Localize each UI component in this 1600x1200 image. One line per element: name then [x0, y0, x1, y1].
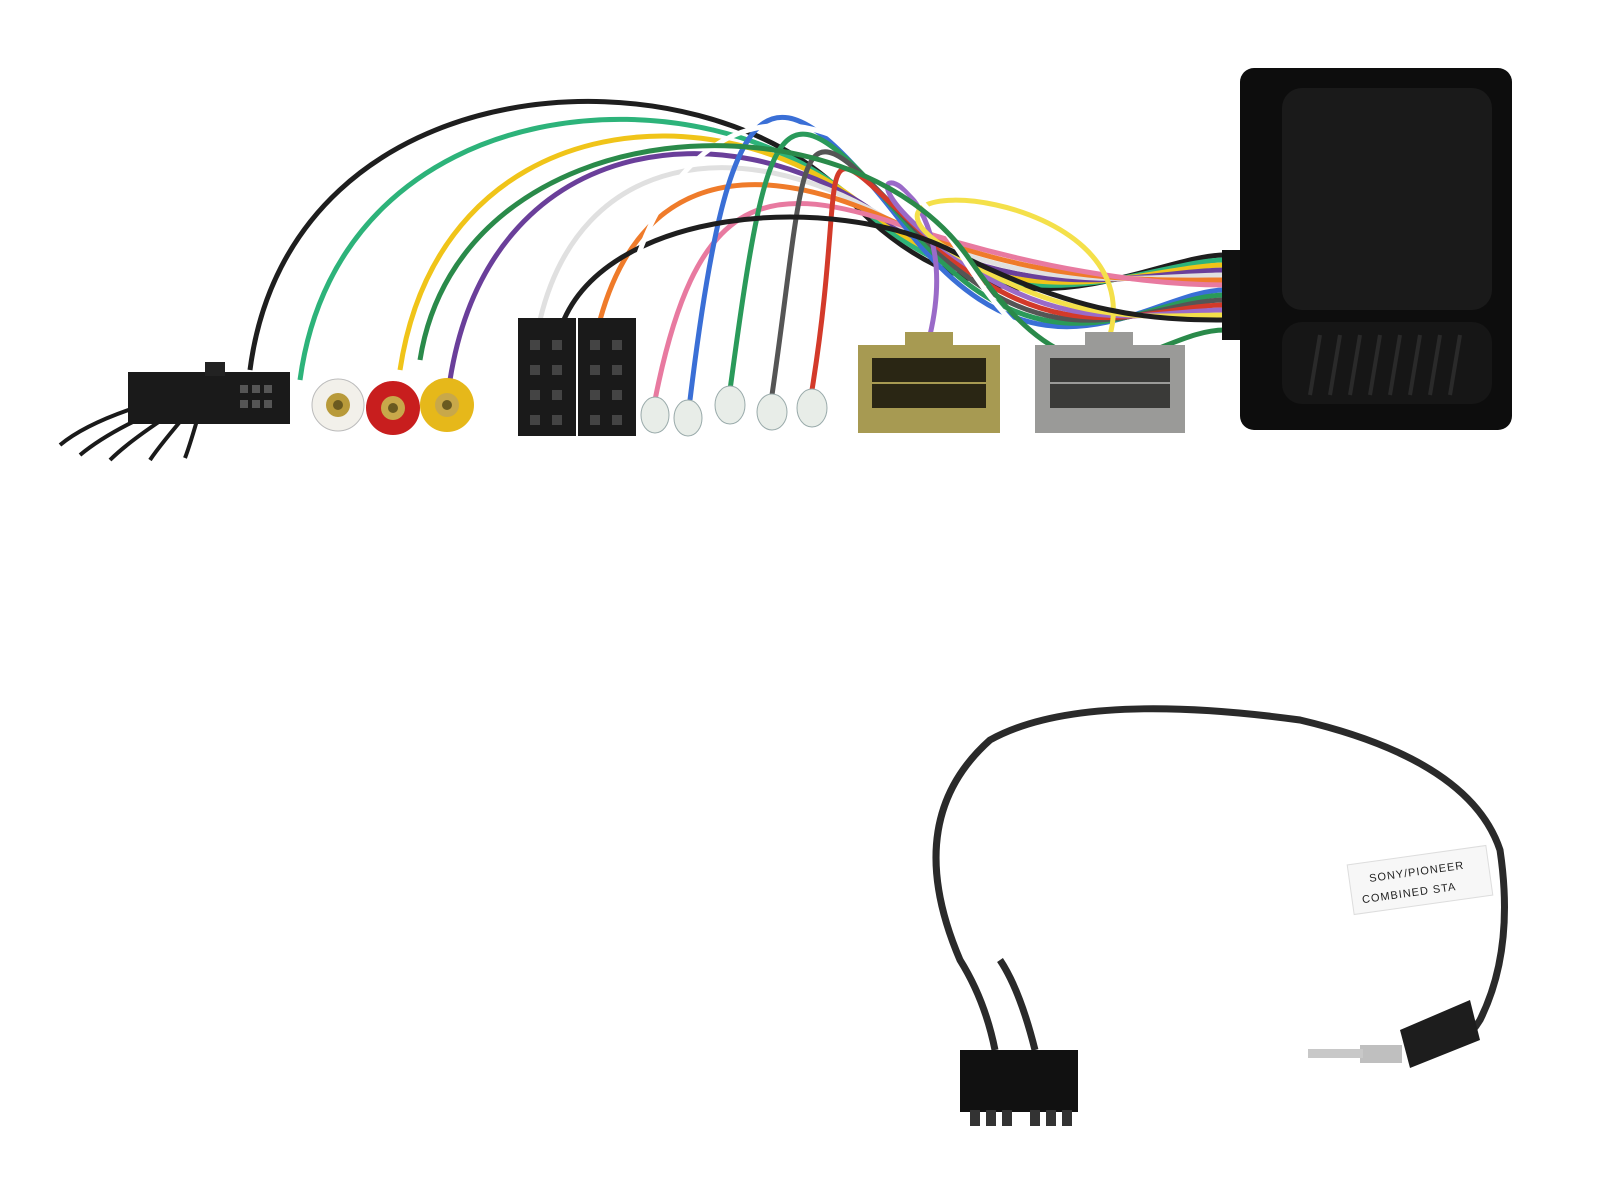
wire-bundle: [247, 98, 1226, 401]
wire: [557, 214, 1226, 331]
vehicle-connector-gray: [1035, 332, 1185, 433]
cable-label-tag: SONY/PIONEER COMBINED STA: [1346, 844, 1494, 916]
steering-patch-lead: SONY/PIONEER COMBINED STA: [932, 705, 1508, 1126]
rca-plug-yellow: [420, 378, 474, 432]
small-black-connector: [58, 362, 290, 462]
vehicle-connector-olive: [858, 332, 1000, 433]
iso-connector: [518, 318, 636, 436]
wire-terminals: [640, 385, 828, 437]
interface-module-box: [1222, 68, 1512, 430]
rca-plug-white: [311, 378, 365, 432]
wire: [652, 200, 1226, 401]
rca-plug-red: [366, 381, 420, 435]
